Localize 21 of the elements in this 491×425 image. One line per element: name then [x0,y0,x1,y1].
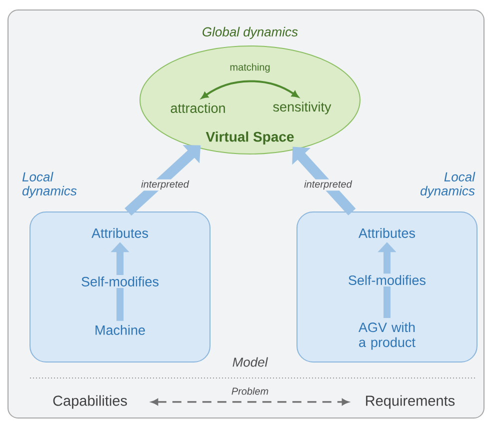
node-text: attraction [170,103,225,113]
node-text: AGV with a product [358,322,416,350]
node-text: Capabilities [53,395,127,409]
caption-text: Local dynamics [420,172,476,198]
edge-label: matching [228,62,272,74]
edge-label: interpreted [303,179,353,191]
edge-label: Self-modifies [346,274,428,287]
edge-label: Self-modifies [80,275,161,288]
node-text: Attributes [358,228,416,238]
node-text: sensitivity [273,102,332,114]
caption-text: Local dynamics [22,172,77,198]
arrow [151,398,349,406]
section-label: Model [232,357,268,367]
node-text: Attributes [92,228,148,238]
edge-label: interpreted [140,179,190,191]
arrow [292,146,356,216]
arrow [201,80,299,99]
node-text: Machine [96,325,145,335]
node-text: Requirements [366,395,455,409]
arrow [124,144,201,216]
caption-text: Global dynamics [202,26,298,40]
